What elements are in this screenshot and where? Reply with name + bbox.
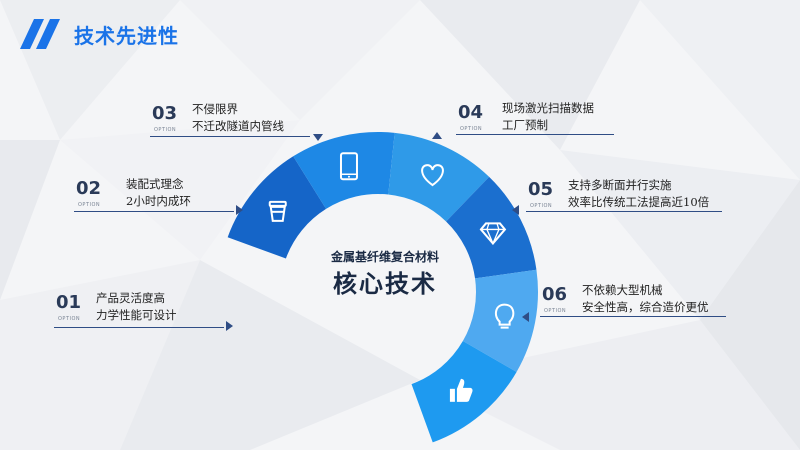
heart-icon [421, 164, 444, 187]
option-line-2: 力学性能可设计 [96, 308, 177, 322]
option-02-arrow [236, 205, 243, 215]
option-label: OPTION [460, 126, 483, 132]
arc-segment-5 [462, 269, 538, 372]
option-label: OPTION [530, 203, 553, 209]
option-line-1: 不侵限界 [192, 102, 238, 116]
option-label: OPTION [78, 202, 101, 208]
option-number: 03 [152, 103, 178, 124]
option-line-1: 支持多断面并行实施 [568, 178, 672, 192]
option-number: 06 [542, 284, 568, 305]
option-underline [526, 211, 722, 212]
title-stripes-icon [20, 19, 60, 49]
option-label: OPTION [154, 127, 177, 133]
option-label: OPTION [544, 308, 567, 314]
lightbulb-icon [494, 303, 515, 329]
option-line-1: 现场激光扫描数据 [502, 101, 594, 115]
option-number: 04 [458, 102, 484, 123]
option-underline [540, 316, 726, 317]
option-line-1: 装配式理念 [126, 177, 184, 191]
option-03-arrow [313, 134, 323, 141]
title-bar: 技术先进性 [14, 14, 179, 54]
arc-segment-2 [293, 132, 395, 209]
center-title: 核心技术 [333, 269, 437, 298]
option-line-2: 不迁改隧道内管线 [192, 119, 284, 133]
arc-segment-4 [446, 176, 537, 279]
option-line-2: 2小时内成环 [126, 194, 191, 208]
thumbs-up-icon [449, 378, 473, 402]
option-underline [54, 327, 224, 328]
option-line-2: 安全性高，综合造价更优 [582, 300, 709, 314]
option-line-2: 效率比传统工法提高近10倍 [568, 195, 710, 209]
option-line-1: 产品灵活度高 [96, 291, 165, 305]
option-underline [74, 211, 234, 212]
option-05-arrow [512, 205, 519, 215]
option-06-arrow [522, 312, 529, 322]
option-line-2: 工厂预制 [502, 118, 548, 132]
tablet-icon [339, 152, 358, 181]
option-label: OPTION [58, 316, 81, 322]
diamond-icon [479, 222, 507, 246]
option-line-1: 不依赖大型机械 [582, 283, 663, 297]
option-number: 02 [76, 178, 102, 199]
center-subtitle: 金属基纤维复合材料 [330, 250, 439, 264]
option-number: 05 [528, 179, 554, 200]
option-04-arrow [432, 132, 442, 139]
option-underline [456, 134, 614, 135]
arc-segment-3 [388, 132, 490, 222]
cup-icon [268, 200, 287, 222]
page-title: 技术先进性 [74, 23, 179, 48]
option-number: 01 [56, 292, 82, 313]
option-underline [150, 136, 310, 137]
option-01-arrow [226, 321, 233, 331]
